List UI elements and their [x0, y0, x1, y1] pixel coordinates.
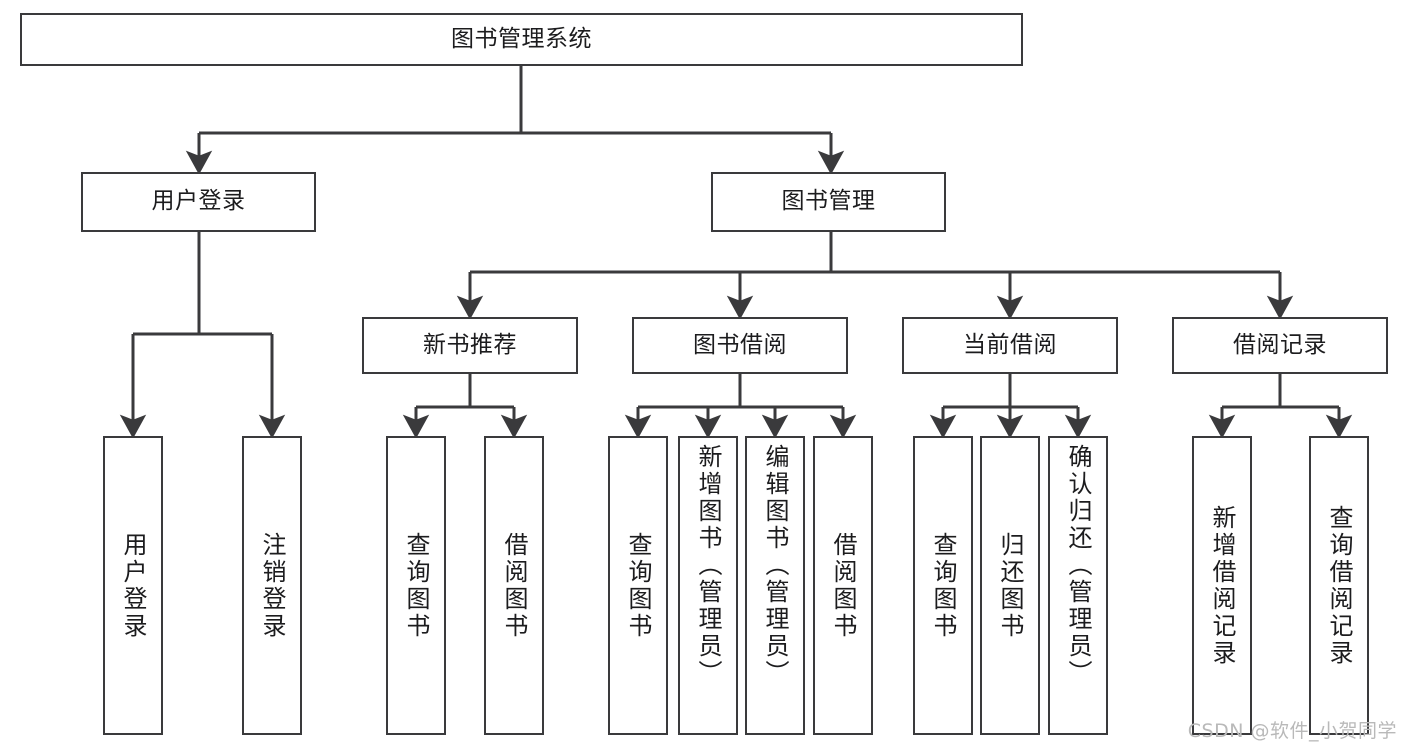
node-label: 查询图书	[624, 531, 652, 640]
node-book-borrow[interactable]: 图书借阅	[632, 317, 848, 374]
csdn-watermark: CSDN @软件_小贺同学	[1187, 720, 1397, 742]
node-label: 图书借阅	[693, 331, 787, 358]
node-label: 借阅记录	[1233, 331, 1327, 358]
node-label: 图书管理	[781, 188, 876, 215]
node-label: 查询图书	[402, 531, 430, 640]
node-label: 当前借阅	[963, 331, 1057, 358]
node-label: 新增借阅记录	[1208, 504, 1236, 667]
node-label: 注销登录	[258, 531, 286, 640]
node-label: 用户登录	[119, 531, 147, 640]
node-leaf-add-book-admin[interactable]: 新增图书（管理员）	[678, 436, 738, 735]
node-leaf-borrow-book-2[interactable]: 借阅图书	[813, 436, 873, 735]
node-label: 借阅图书	[829, 531, 857, 640]
node-user-login[interactable]: 用户登录	[81, 172, 316, 232]
node-leaf-user-login[interactable]: 用户登录	[103, 436, 163, 735]
node-book-management[interactable]: 图书管理	[711, 172, 946, 232]
node-leaf-confirm-return-admin[interactable]: 确认归还（管理员）	[1048, 436, 1108, 735]
node-label: 归还图书	[996, 531, 1024, 640]
node-leaf-query-book-2[interactable]: 查询图书	[608, 436, 668, 735]
node-leaf-return-book[interactable]: 归还图书	[980, 436, 1040, 735]
node-leaf-borrow-book-1[interactable]: 借阅图书	[484, 436, 544, 735]
node-label: 查询借阅记录	[1325, 504, 1353, 667]
node-label: 确认归还（管理员）	[1064, 444, 1092, 687]
node-label: 图书管理系统	[451, 25, 592, 52]
node-leaf-edit-book-admin[interactable]: 编辑图书（管理员）	[745, 436, 805, 735]
node-leaf-add-borrow-record[interactable]: 新增借阅记录	[1192, 436, 1252, 735]
node-leaf-query-book-1[interactable]: 查询图书	[386, 436, 446, 735]
node-label: 编辑图书（管理员）	[761, 444, 789, 687]
node-root-system[interactable]: 图书管理系统	[20, 13, 1023, 66]
node-label: 新书推荐	[423, 331, 517, 358]
node-leaf-query-book-3[interactable]: 查询图书	[913, 436, 973, 735]
node-label: 用户登录	[151, 188, 246, 215]
node-label: 查询图书	[929, 531, 957, 640]
node-leaf-user-logout[interactable]: 注销登录	[242, 436, 302, 735]
node-current-borrow[interactable]: 当前借阅	[902, 317, 1118, 374]
node-label: 新增图书（管理员）	[694, 444, 722, 687]
node-leaf-query-borrow-record[interactable]: 查询借阅记录	[1309, 436, 1369, 735]
node-borrow-record[interactable]: 借阅记录	[1172, 317, 1388, 374]
node-label: 借阅图书	[500, 531, 528, 640]
node-new-book-recommend[interactable]: 新书推荐	[362, 317, 578, 374]
